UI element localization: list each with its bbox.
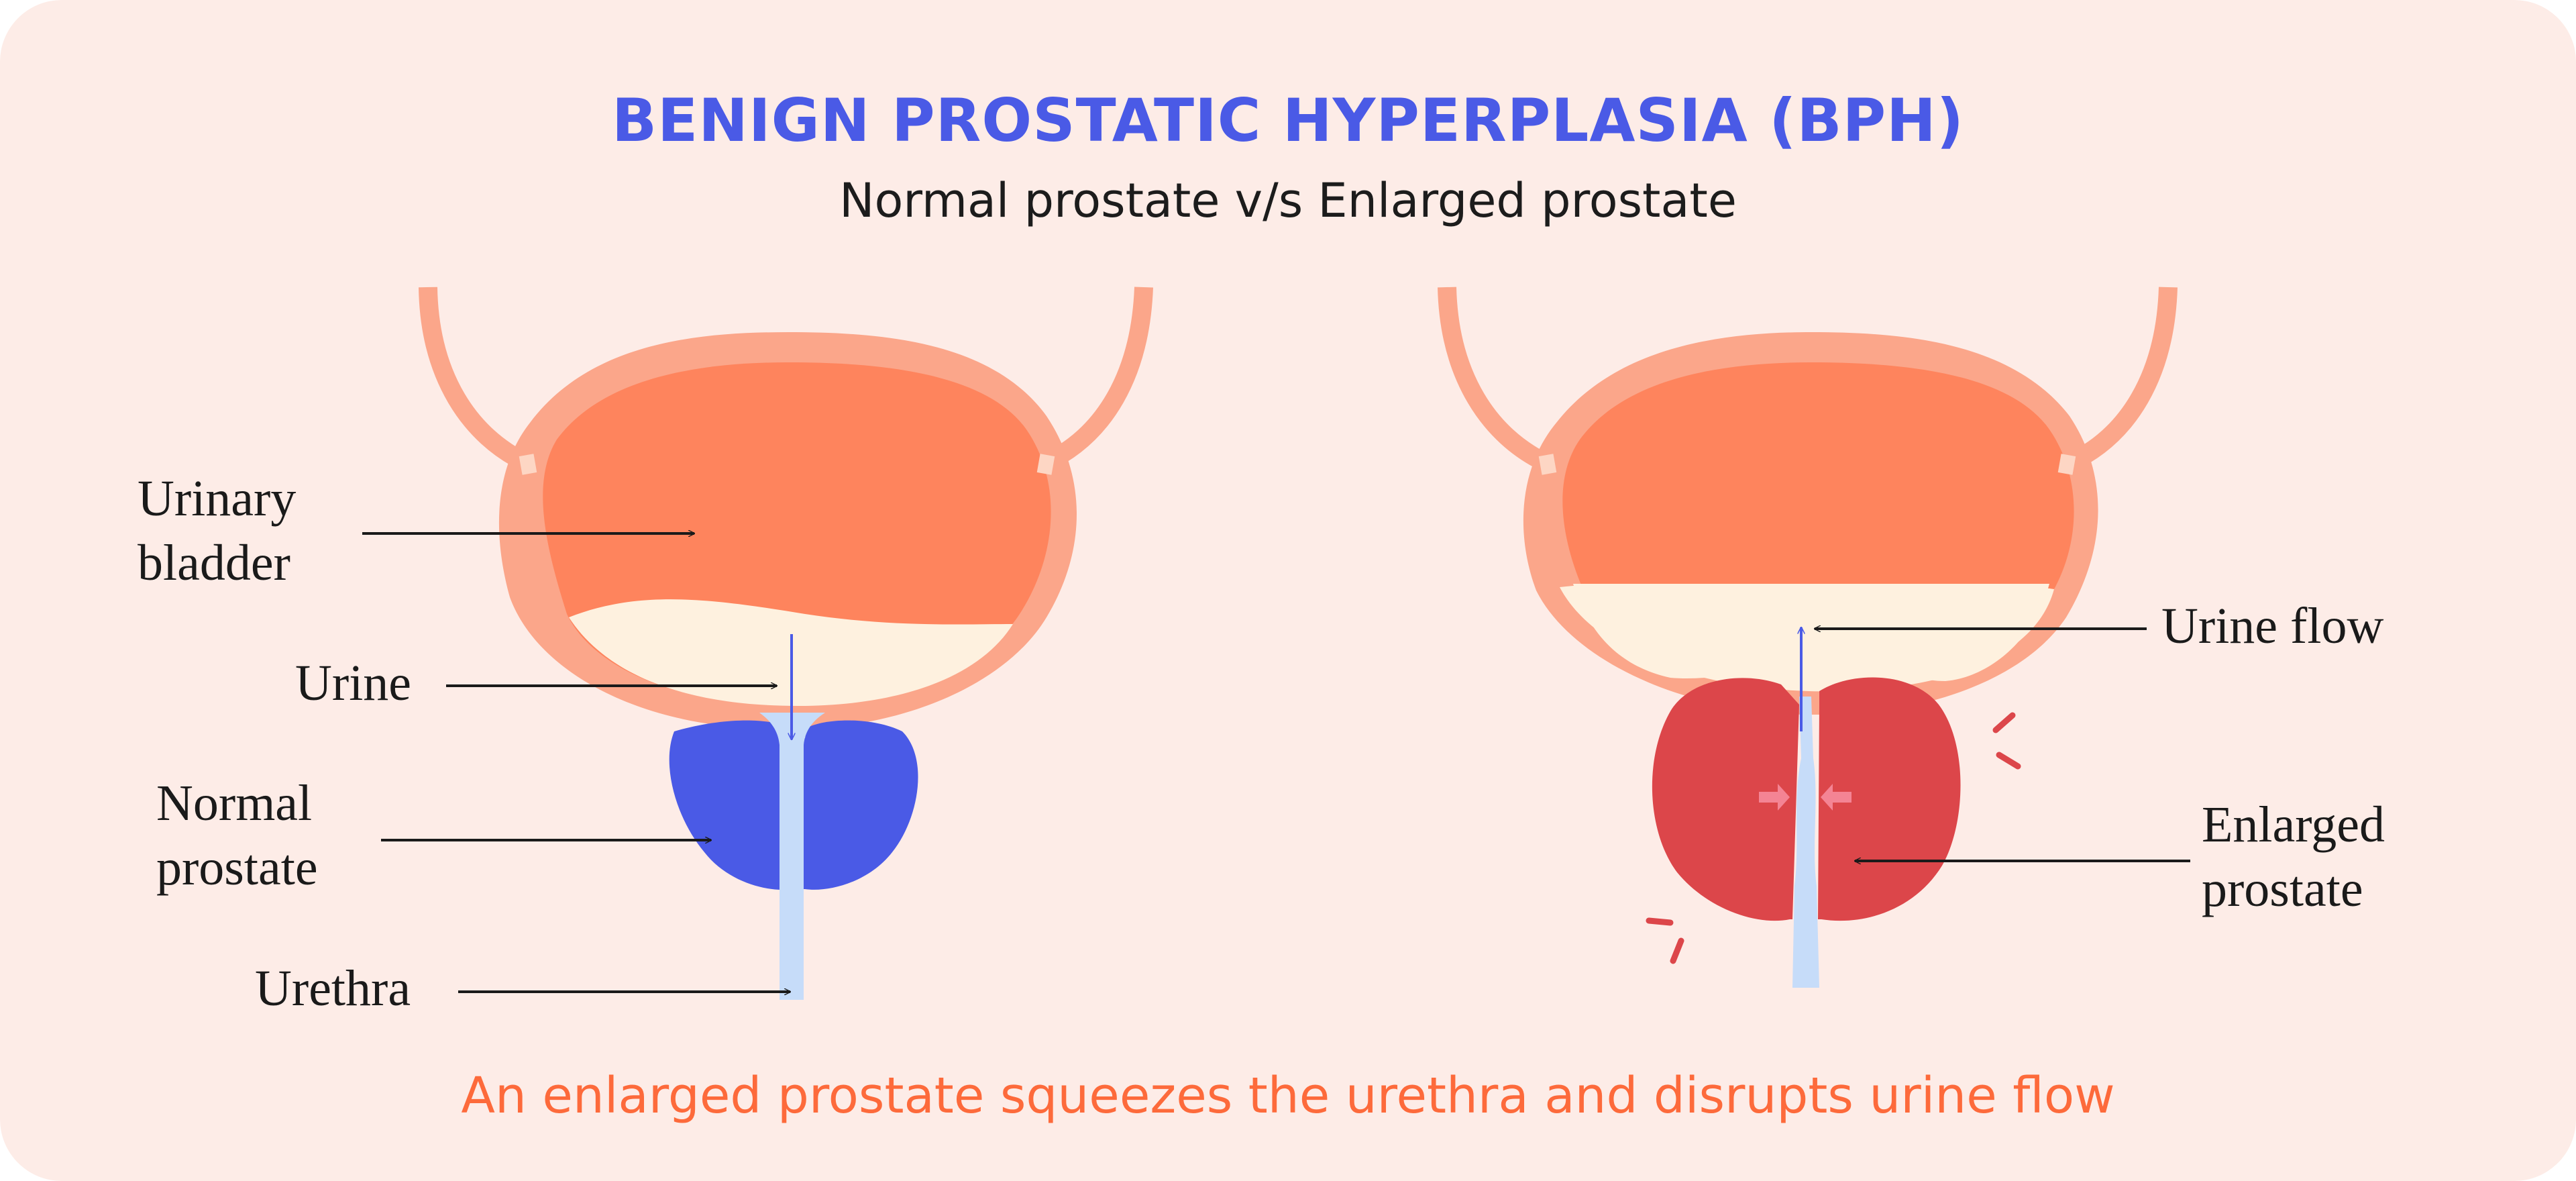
label-normal-prostate-line2: prostate — [156, 839, 318, 896]
normal-right-ureter — [1040, 287, 1153, 472]
normal-urethra — [759, 713, 825, 1000]
enlarged-diagram: Urine flow Enlarged prostate — [1438, 287, 2385, 988]
normal-ureter-seam-left — [519, 454, 537, 475]
enlarged-ureter-seam-right — [2057, 454, 2076, 475]
enlarged-left-ureter — [1438, 287, 1551, 472]
strain-mark-2 — [1996, 752, 2021, 770]
label-urinary-bladder-line2: bladder — [138, 535, 290, 591]
squeeze-arrow-right — [1821, 784, 1851, 811]
strain-mark-3 — [1646, 917, 1674, 926]
strain-mark-1 — [1992, 712, 2016, 733]
page-title: BENIGN PROSTATIC HYPERPLASIA (BPH) — [612, 86, 1964, 155]
label-enlarged-prostate-line1: Enlarged — [2202, 797, 2385, 853]
label-urine-flow: Urine flow — [2161, 598, 2383, 654]
enlarged-right-ureter — [2065, 287, 2178, 472]
label-normal-prostate-line1: Normal — [156, 775, 312, 831]
strain-mark-4 — [1670, 937, 1684, 964]
enlarged-urethra — [1792, 697, 1819, 988]
normal-diagram: Urinary bladder Urine Normal prostate Ur… — [138, 287, 1153, 1017]
normal-ureter-seam-right — [1036, 454, 1055, 475]
squeeze-arrow-left — [1759, 784, 1790, 811]
normal-left-ureter — [419, 287, 531, 472]
footer-caption: An enlarged prostate squeezes the urethr… — [461, 1067, 2115, 1125]
label-urinary-bladder-line1: Urinary — [138, 470, 296, 527]
enlarged-urine-lower — [1573, 584, 2049, 681]
page-subtitle: Normal prostate v/s Enlarged prostate — [839, 173, 1737, 228]
label-urine: Urine — [295, 655, 411, 711]
label-urethra: Urethra — [255, 960, 411, 1017]
enlarged-prostate-left-lobe — [1652, 678, 1799, 921]
label-enlarged-prostate-line2: prostate — [2202, 861, 2363, 917]
enlarged-ureter-seam-left — [1538, 454, 1557, 475]
